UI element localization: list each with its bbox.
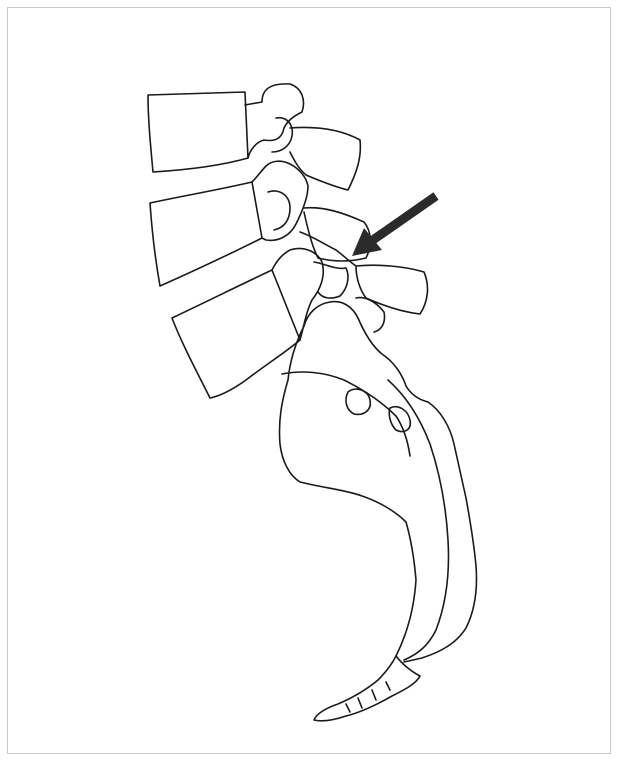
facet-l4 bbox=[268, 191, 290, 230]
vertebra-l5 bbox=[172, 232, 427, 398]
sacral-ala bbox=[282, 372, 410, 456]
sacrum bbox=[279, 298, 476, 662]
superior-articular-process bbox=[356, 298, 385, 332]
vertebral-body-l3 bbox=[148, 92, 248, 172]
coccyx bbox=[314, 656, 420, 721]
sacrum-upper-contour bbox=[304, 302, 428, 402]
sacral-foramen-1 bbox=[346, 389, 370, 414]
sacral-foramen-2 bbox=[389, 407, 410, 432]
spinous-process-l5 bbox=[356, 265, 427, 314]
vertebral-body-l5 bbox=[172, 270, 300, 398]
sacral-canal bbox=[388, 380, 449, 660]
arrow-icon bbox=[352, 196, 436, 256]
pars-region-l5 bbox=[314, 262, 348, 298]
spinous-process-l3 bbox=[290, 128, 360, 191]
vertebral-body-l4 bbox=[150, 182, 262, 286]
coccyx-outline bbox=[314, 656, 420, 721]
posterior-elements-l3 bbox=[245, 84, 304, 158]
sacrum-anterior-outline bbox=[279, 326, 416, 656]
vertebra-l3 bbox=[148, 84, 360, 190]
sacrum-posterior-crest bbox=[404, 402, 477, 662]
